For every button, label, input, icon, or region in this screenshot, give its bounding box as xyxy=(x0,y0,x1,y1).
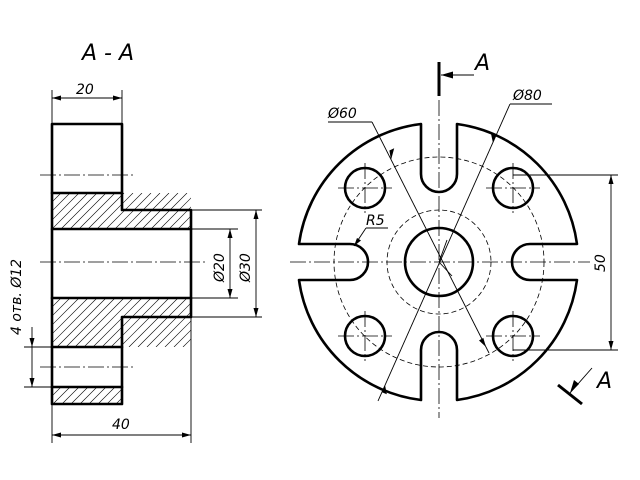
section-title: A - A xyxy=(80,41,134,66)
hatch-line xyxy=(137,298,188,347)
arrow xyxy=(441,71,453,79)
dim-hub-diameter: Ø30 xyxy=(238,253,254,283)
dim-width-total: 40 xyxy=(112,417,130,433)
flange-outline xyxy=(297,122,579,402)
arrow xyxy=(479,337,486,347)
arrow xyxy=(382,385,387,395)
hatch-line xyxy=(52,193,71,212)
arrow xyxy=(182,432,191,438)
hatch-line xyxy=(96,193,134,229)
hatch-line xyxy=(88,387,107,404)
hatch-line xyxy=(74,298,125,347)
arrow xyxy=(29,338,35,347)
bore-center-tick xyxy=(438,261,453,277)
hatch-line xyxy=(119,298,170,347)
dim-bore: Ø20 xyxy=(212,253,228,283)
hatch-line xyxy=(52,193,53,194)
arrow xyxy=(253,308,259,317)
hatch-line xyxy=(205,193,241,229)
hatch-line xyxy=(52,298,89,335)
hatch-line xyxy=(115,397,122,404)
hatch-line xyxy=(69,193,107,229)
hatch-line xyxy=(110,298,161,347)
dim-inner-circle: Ø60 xyxy=(327,106,357,122)
section-cut-mark-bottom xyxy=(557,383,583,406)
arrow xyxy=(52,432,61,438)
section-view: A - A 20 40 xyxy=(9,41,262,443)
hatch-line xyxy=(101,298,152,347)
hatch-line xyxy=(52,387,71,404)
section-label-top: A xyxy=(473,51,490,76)
hatch-line xyxy=(196,193,232,229)
hatch-line xyxy=(52,298,98,344)
hatch-line xyxy=(52,193,62,203)
hatch-line xyxy=(210,298,259,347)
arrow xyxy=(253,210,259,219)
arrow xyxy=(113,95,122,101)
arrow xyxy=(491,133,496,143)
dim-holes-note: 4 отв. Ø12 xyxy=(9,259,25,335)
hatch-line xyxy=(52,193,89,229)
part-outline xyxy=(50,122,193,406)
arrow xyxy=(29,378,35,387)
hatch-line xyxy=(134,387,151,404)
section-label-bottom: A xyxy=(595,369,612,394)
hatch-line xyxy=(52,193,80,221)
dim-height: 50 xyxy=(593,254,609,272)
hatch-line xyxy=(97,387,116,404)
hatch-line xyxy=(146,302,191,347)
hatch-line xyxy=(65,298,116,347)
hatch-line xyxy=(125,387,142,404)
front-view: A A Ø60 Ø80 R5 50 xyxy=(290,51,618,418)
hatch-line xyxy=(92,298,143,347)
hatch-line xyxy=(79,387,98,404)
hatch-line xyxy=(128,298,179,347)
hatch-line xyxy=(192,298,241,347)
hatch-line xyxy=(61,387,80,404)
hatch-line xyxy=(52,298,71,317)
hatch-line xyxy=(155,311,191,347)
arrow xyxy=(570,380,579,393)
hole-center-marks xyxy=(338,163,540,361)
hatch-line xyxy=(186,224,191,229)
arrow xyxy=(608,341,614,350)
hatch-line xyxy=(70,387,89,404)
bore-center-tick xyxy=(438,239,448,263)
hatch-line xyxy=(56,298,107,347)
arrow xyxy=(227,229,233,238)
hatch-line xyxy=(83,298,134,347)
leader-inner-circle xyxy=(371,121,490,354)
hatch-line xyxy=(164,320,191,347)
hatch-line xyxy=(173,329,191,347)
leader-outer-circle xyxy=(377,103,511,402)
arrow xyxy=(608,175,614,184)
arrow xyxy=(389,148,395,160)
hatch-line xyxy=(87,193,125,229)
arrow xyxy=(354,238,361,246)
hatch-line xyxy=(52,298,80,326)
hatch-line xyxy=(60,193,98,229)
dim-outer-circle: Ø80 xyxy=(512,88,542,104)
hatch-line xyxy=(201,298,250,347)
hatch-line xyxy=(52,387,53,388)
dim-radius: R5 xyxy=(366,213,385,229)
arrow xyxy=(52,95,61,101)
hatch-line xyxy=(177,215,191,229)
hatch-line xyxy=(78,193,116,229)
arrow xyxy=(227,289,233,298)
dim-width-hub: 20 xyxy=(76,82,94,98)
